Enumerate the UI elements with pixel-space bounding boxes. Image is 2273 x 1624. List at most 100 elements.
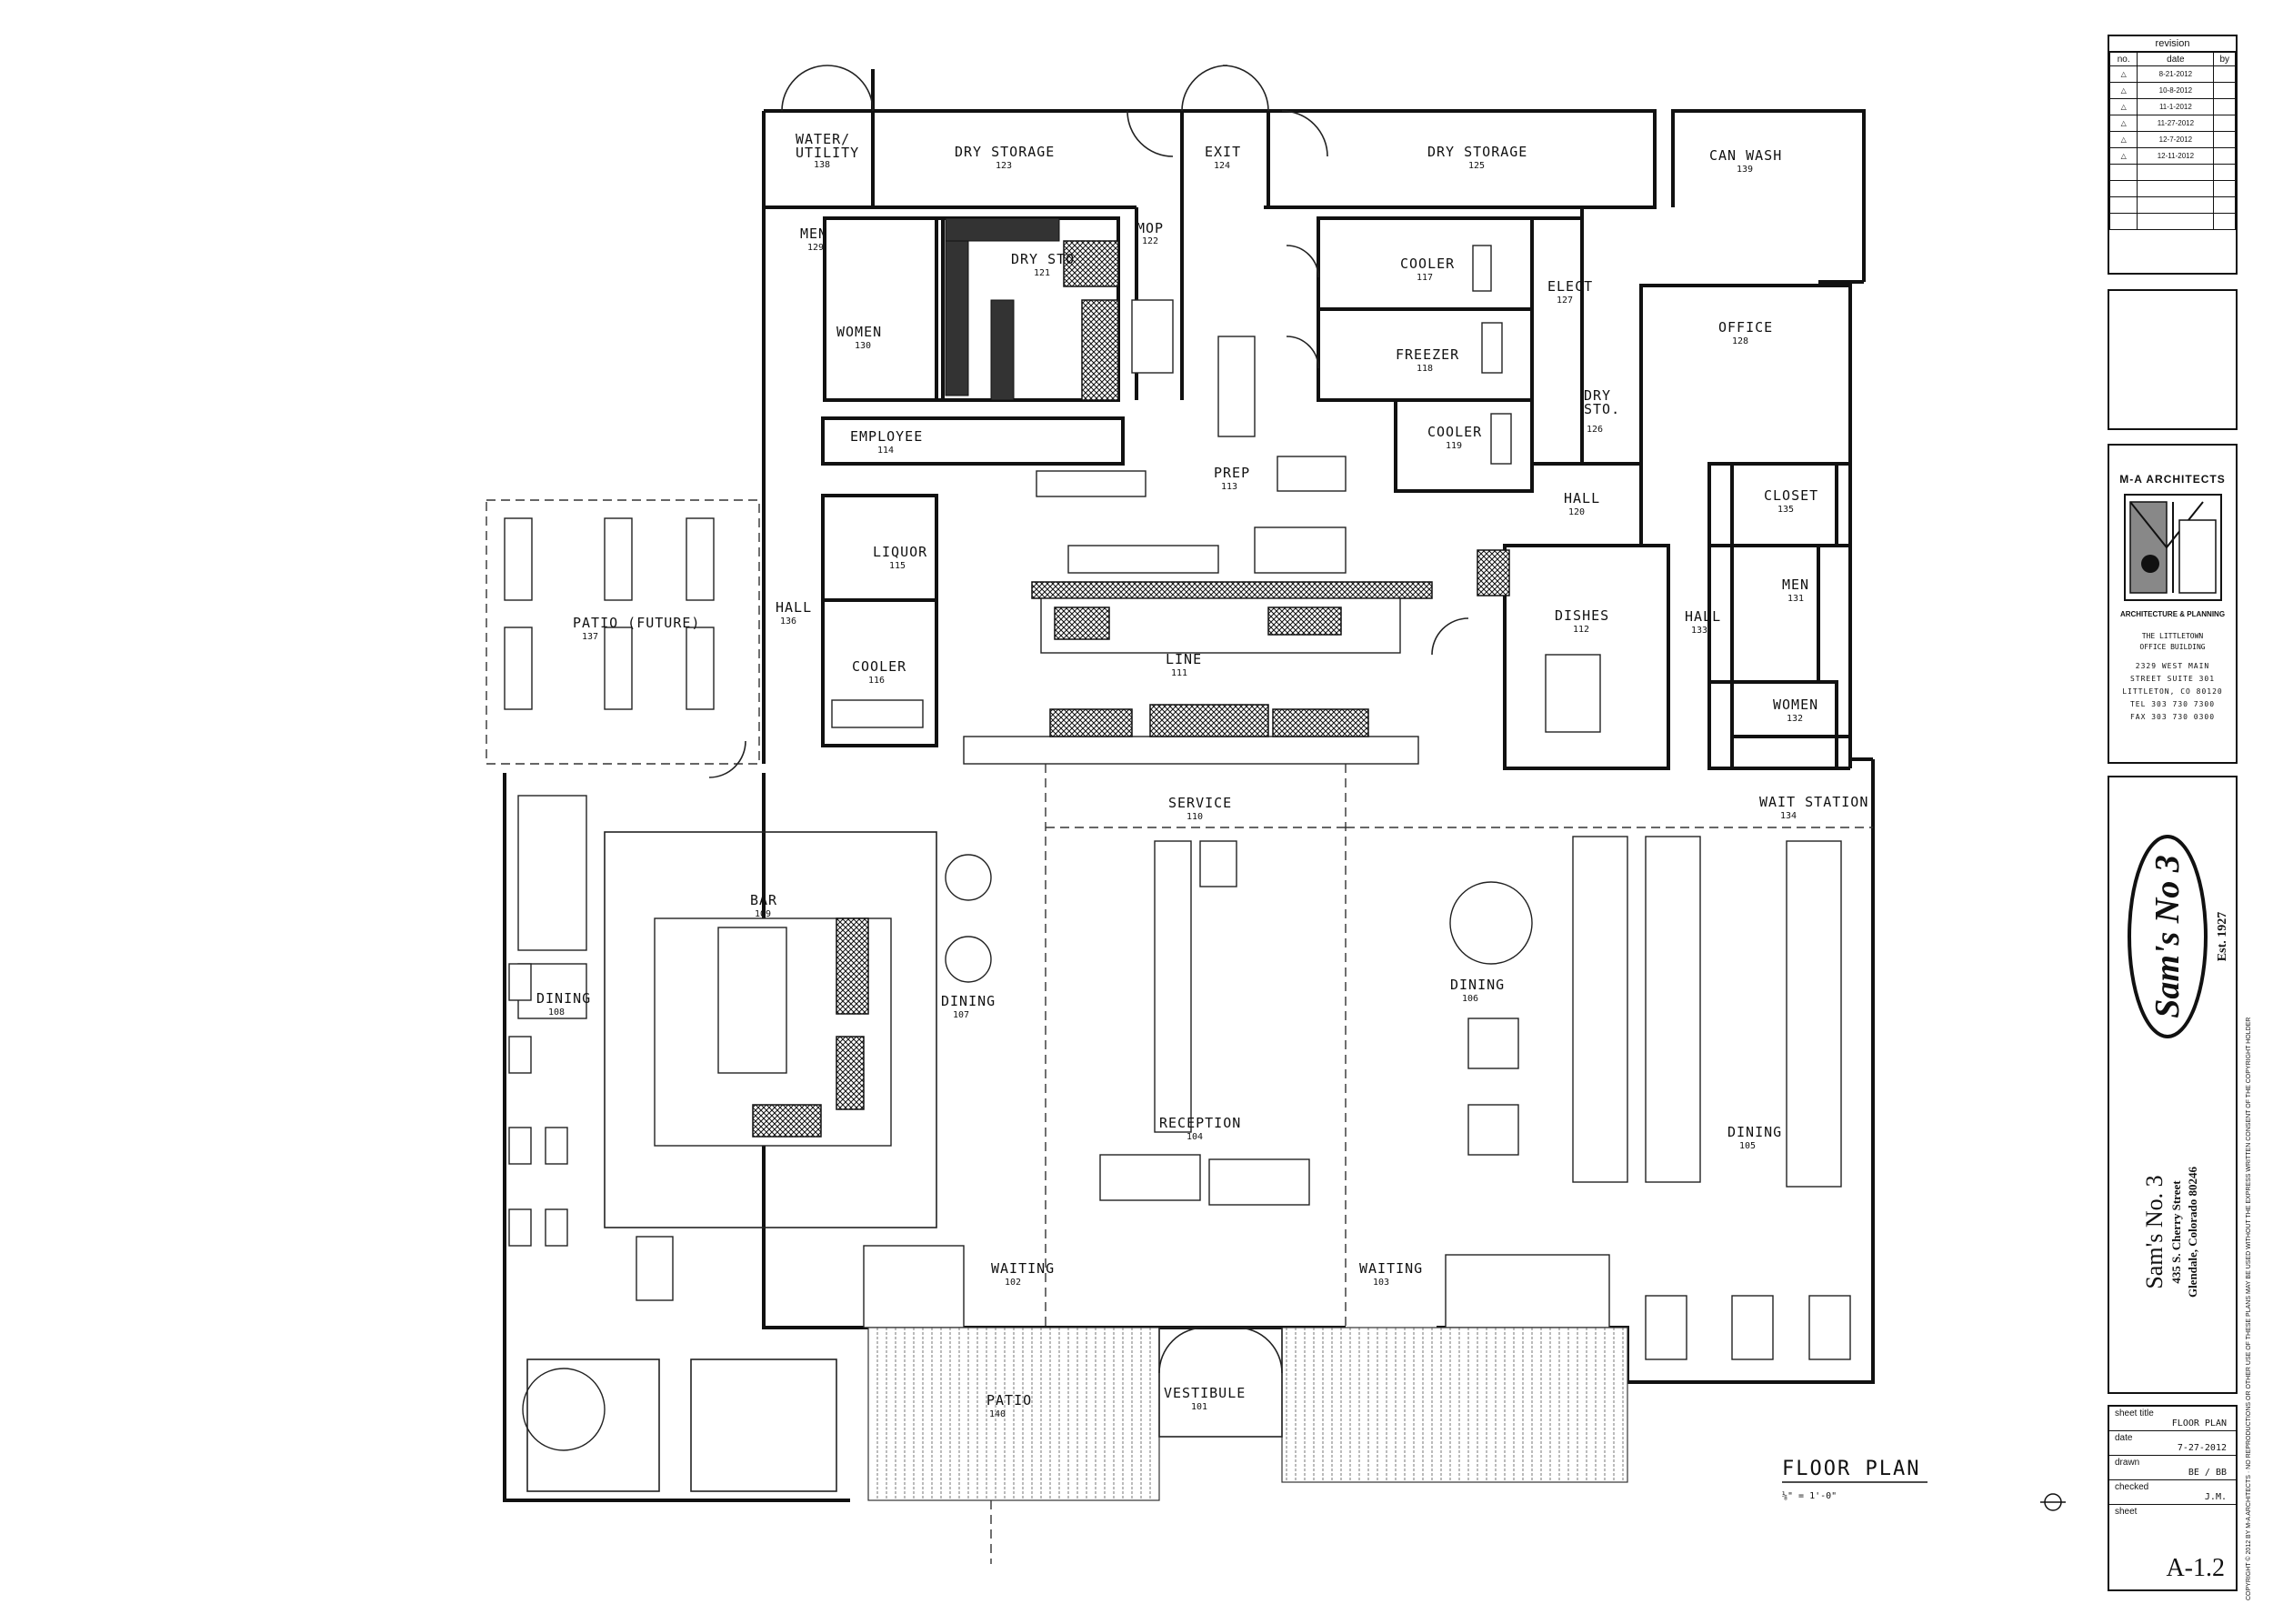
rev-date [2137,164,2215,181]
sheet-drawn-row: drawn BE / BB [2109,1456,2236,1480]
rev-date: 8-21-2012 [2137,65,2215,83]
revision-row [2108,213,2236,230]
room-label-hall-3: HALL [1685,608,1721,625]
revision-block: revision no. date by △8-21-2012 △10-8-20… [2108,35,2238,275]
rev-no: △ [2108,131,2138,148]
sheet-date-value: 7-27-2012 [2177,1443,2227,1453]
room-num-women-2: 132 [1787,714,1803,724]
architect-logo-icon [2123,494,2222,601]
upper-rooms [821,216,1838,770]
room-num-dry-storage-w: 123 [996,161,1012,171]
architect-tagline: ARCHITECTURE & PLANNING [2119,610,2226,618]
architect-name: M-A ARCHITECTS [2119,473,2226,486]
room-label-waiting-e: WAITING [1359,1260,1423,1277]
room-label-dining-c: DINING [941,993,996,1009]
revision-row [2108,196,2236,214]
room-num-hall-1: 120 [1568,507,1585,517]
room-num-dry-sto-2: 126 [1587,425,1603,435]
room-label-prep: PREP [1214,465,1250,481]
room-label-cooler-1: COOLER [1400,256,1455,272]
reference-lines [990,764,1873,1564]
architect-block: M-A ARCHITECTS ARCHITECTURE & PLANNING T… [2108,444,2238,764]
project-name: Sam's No. 3 [2141,1175,2168,1288]
room-num-liquor: 115 [889,561,906,571]
rev-no [2108,213,2138,230]
room-label-mop: MOP [1136,220,1164,236]
revision-col-date: date [2137,52,2215,66]
patio-future-area [486,499,760,765]
rev-by [2213,213,2236,230]
room-num-service: 110 [1187,812,1203,822]
room-num-dining-ce: 106 [1462,994,1478,1004]
sheet-number-value: A-1.2 [2166,1554,2225,1582]
room-num-vestibule: 101 [1191,1402,1207,1412]
rev-by [2213,147,2236,165]
architect-address: 2329 WEST MAIN STREET SUITE 301 LITTLETO… [2122,662,2223,721]
room-labels: WATER/UTILITY 138 DRY STORAGE 123 EXIT 1… [536,131,1868,1419]
revision-row: △8-21-2012 [2108,65,2236,83]
revision-table: no. date by △8-21-2012 △10-8-2012 △11-1-… [2108,52,2236,230]
sams-logo: Sam's No 3 Est. 1927 Sam's No. 3 435 S. … [2128,835,2229,1298]
rev-by [2213,164,2236,181]
room-label-bar: BAR [750,892,777,908]
rev-by [2213,82,2236,99]
revision-header: revision [2109,36,2236,52]
revision-row: △11-1-2012 [2108,98,2236,115]
room-label-waiting-w: WAITING [991,1260,1055,1277]
room-num-men-2: 131 [1787,594,1804,604]
room-num-cooler-1: 117 [1417,273,1433,283]
rev-by [2213,196,2236,214]
sheet-drawn-label: drawn [2115,1458,2140,1468]
sheet-title-row: sheet title FLOOR PLAN [2109,1407,2236,1431]
drawing-scale: ⅛" = 1'-0" [1782,1490,1837,1501]
room-num-can-wash: 139 [1737,165,1753,175]
rev-no: △ [2108,82,2138,99]
floor-plan: WATER/UTILITY 138 DRY STORAGE 123 EXIT 1… [486,65,2066,1564]
rev-by [2213,115,2236,132]
room-num-dry-sto-1: 121 [1034,268,1050,278]
room-label-freezer: FREEZER [1396,346,1459,363]
sheet-checked-value: J.M. [2204,1492,2227,1502]
rev-no [2108,180,2138,197]
revision-row: △10-8-2012 [2108,82,2236,99]
sheet-checked-row: checked J.M. [2109,1480,2236,1505]
north-arrow-icon [2040,1493,2066,1511]
room-num-water: 138 [814,160,830,170]
sheet-info-block: sheet title FLOOR PLAN date 7-27-2012 dr… [2108,1405,2238,1591]
rev-date: 12-11-2012 [2137,147,2215,165]
rev-date: 12-7-2012 [2137,131,2215,148]
room-num-mop: 122 [1142,236,1158,246]
room-label-dry-sto-1: DRY STO [1011,251,1075,267]
room-label-cooler-2: COOLER [1427,424,1482,440]
room-label-office: OFFICE [1718,319,1773,336]
room-num-patio-future: 137 [582,632,598,642]
room-num-dry-storage-e: 125 [1468,161,1485,171]
room-label-water: WATER/UTILITY [796,131,859,161]
room-num-prep: 113 [1221,482,1237,492]
rev-by [2213,180,2236,197]
room-label-women-1: WOMEN [836,324,882,340]
revision-col-by: by [2213,52,2236,66]
drawing-title: FLOOR PLAN [1782,1458,1920,1480]
room-num-freezer: 118 [1417,364,1433,374]
room-num-reception: 104 [1187,1132,1203,1142]
rev-no: △ [2108,65,2138,83]
room-label-dining-e: DINING [1727,1124,1782,1140]
room-label-wait-station: WAIT STATION [1759,794,1868,810]
room-num-dining-e: 105 [1739,1141,1756,1151]
sheet-number-row: sheet A-1.2 [2109,1505,2236,1587]
rev-date: 10-8-2012 [2137,82,2215,99]
copyright-notice: COPYRIGHT © 2012 BY M-A ARCHITECTS · NO … [2246,1017,2252,1600]
room-label-patio-future: PATIO (FUTURE) [573,615,700,631]
room-num-waiting-e: 103 [1373,1278,1389,1288]
room-label-dining-ce: DINING [1450,977,1505,993]
sheet-date-row: date 7-27-2012 [2109,1431,2236,1456]
room-num-waiting-w: 102 [1005,1278,1021,1288]
room-label-line: LINE [1166,651,1202,667]
revision-row: △12-11-2012 [2108,147,2236,165]
rev-by [2213,131,2236,148]
room-label-exit: EXIT [1205,144,1241,160]
room-label-employee: EMPLOYEE [850,428,923,445]
room-label-reception: RECEPTION [1159,1115,1241,1131]
door-swings [708,65,1469,778]
